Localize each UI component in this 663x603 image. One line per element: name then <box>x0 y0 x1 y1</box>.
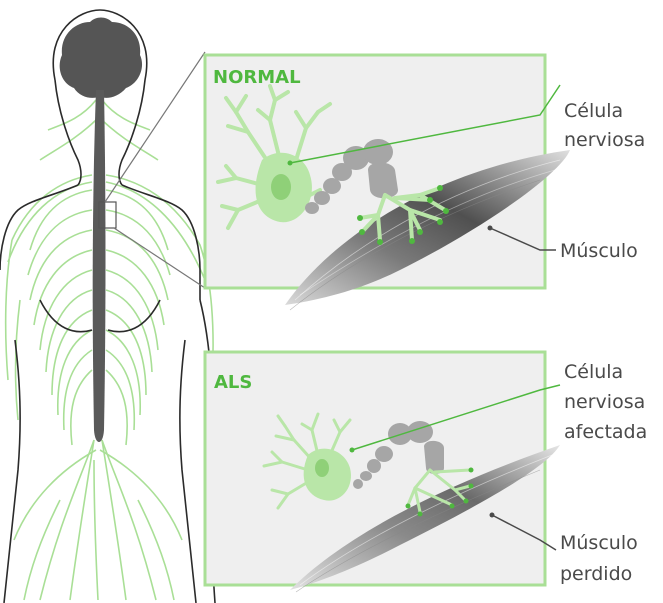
human-body-icon <box>0 10 215 603</box>
labels: Célula nerviosa Músculo Célula nerviosa … <box>560 100 647 585</box>
body-outline <box>0 10 215 603</box>
zoom-connector-bottom <box>114 228 205 288</box>
label-als-muscle-line2: perdido <box>560 563 632 585</box>
panel-als-title: ALS <box>214 372 252 393</box>
label-normal-cell-line1: Célula <box>564 100 623 122</box>
nucleus <box>315 459 329 477</box>
brain-icon <box>60 18 142 98</box>
nucleus <box>271 174 291 200</box>
spinal-cord-icon <box>93 90 106 442</box>
label-als-muscle-line1: Músculo <box>560 532 638 554</box>
label-normal-cell-line2: nerviosa <box>564 129 645 151</box>
panel-normal: NORMAL <box>205 55 570 310</box>
label-als-cell-line1: Célula <box>564 361 623 383</box>
label-normal-muscle: Músculo <box>560 240 638 262</box>
panel-als: ALS <box>205 352 560 592</box>
peripheral-nerves <box>6 100 213 600</box>
label-als-cell-line2: nerviosa <box>564 391 645 413</box>
label-als-cell-line3: afectada <box>564 421 647 443</box>
panel-normal-title: NORMAL <box>213 67 301 88</box>
